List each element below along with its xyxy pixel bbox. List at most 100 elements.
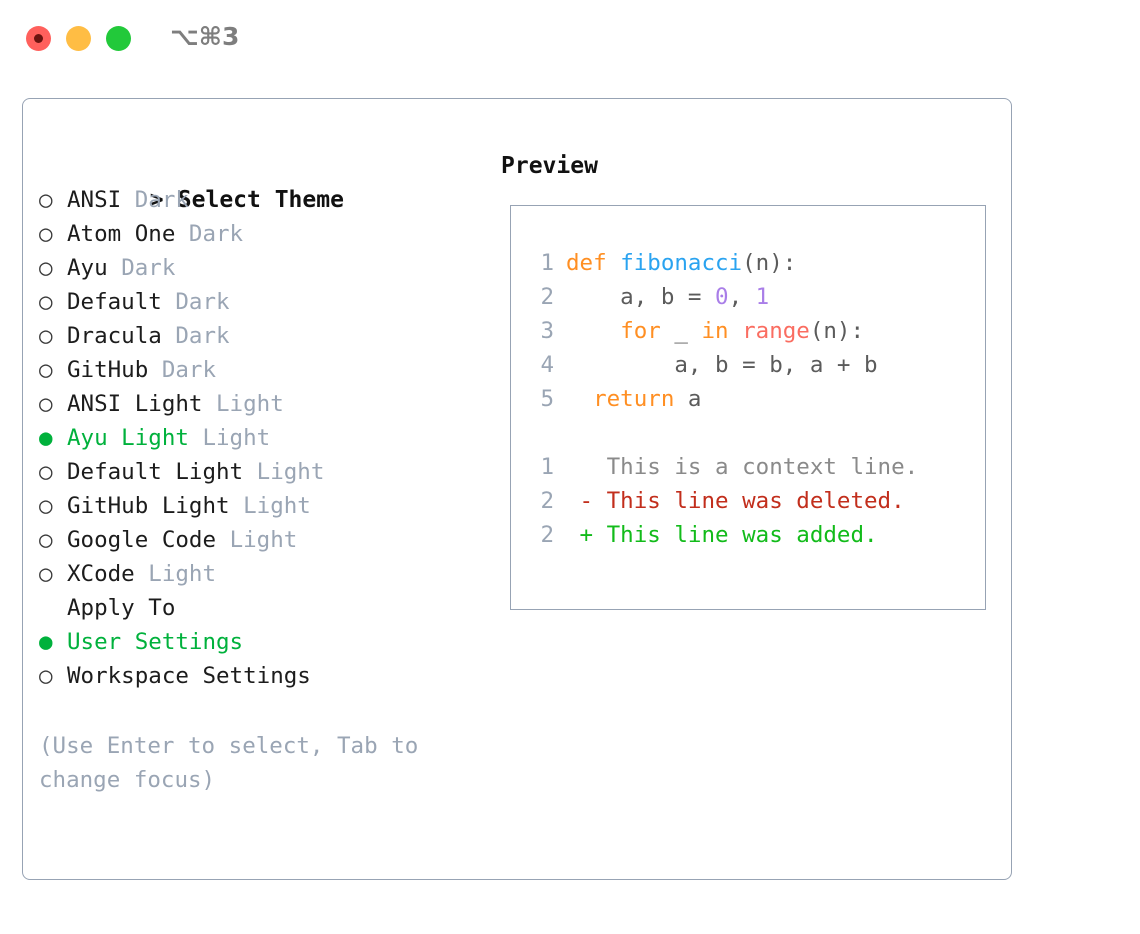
code-line: 2 + This line was added. <box>524 518 918 552</box>
preview-heading: Preview <box>501 153 598 179</box>
code-token: in <box>701 318 743 344</box>
theme-variant-label: Dark <box>121 255 176 281</box>
code-token: def <box>566 250 621 276</box>
code-token <box>566 318 620 344</box>
cursor-caret-icon: > <box>149 187 164 213</box>
radio-unselected-icon: ○ <box>39 527 53 553</box>
apply-to-list-item[interactable]: ● User Settings <box>39 625 469 659</box>
code-token: - This line was deleted. <box>566 488 905 514</box>
radio-unselected-icon: ○ <box>39 221 53 247</box>
theme-list-item[interactable]: ○ Google Code Light <box>39 523 469 557</box>
theme-name-label: Default Light <box>67 459 244 485</box>
code-token: , <box>728 284 756 310</box>
theme-list-item[interactable]: ○XCode Light <box>39 557 469 591</box>
code-token: (n): <box>742 250 797 276</box>
apply-to-label: User Settings <box>67 629 244 655</box>
apply-to-list: ● User Settings ○ Workspace Settings <box>39 625 469 693</box>
theme-name-label: Default <box>67 289 162 315</box>
theme-variant-label: Light <box>243 493 311 519</box>
window-minimize-button[interactable] <box>66 26 91 51</box>
window-zoom-button[interactable] <box>106 26 131 51</box>
line-number: 4 <box>540 352 554 378</box>
theme-list-item[interactable]: ● Ayu Light Light <box>39 421 469 455</box>
theme-variant-label: Dark <box>134 187 189 213</box>
code-token: This is a context line. <box>566 454 919 480</box>
code-line: 3 for _ in range(n): <box>524 314 918 348</box>
code-token: a, b = <box>566 284 716 310</box>
code-token: 1 <box>755 284 770 310</box>
code-line: 1 This is a context line. <box>524 450 918 484</box>
line-number: 5 <box>540 386 554 412</box>
code-line: 2 a, b = 0, 1 <box>524 280 918 314</box>
code-blank <box>566 420 580 446</box>
apply-to-heading: Apply To <box>67 595 176 621</box>
window-close-button[interactable] <box>26 26 51 51</box>
code-token: return <box>593 386 688 412</box>
radio-unselected-icon: ○ <box>39 493 53 519</box>
code-token: 0 <box>715 284 729 310</box>
theme-list: ○ANSI Dark○Atom One Dark○Ayu Dark○Defaul… <box>39 183 469 591</box>
radio-unselected-icon: ○ <box>39 391 53 417</box>
theme-list-item[interactable]: ○ ANSI Light Light <box>39 387 469 421</box>
code-token <box>566 386 593 412</box>
radio-unselected-icon: ○ <box>39 561 53 587</box>
code-token: range <box>742 318 810 344</box>
theme-variant-label: Light <box>229 527 298 553</box>
code-line <box>524 416 918 450</box>
theme-name-label: Ayu Light <box>67 425 189 451</box>
code-token: for <box>620 318 675 344</box>
theme-name-label: GitHub Light <box>67 493 230 519</box>
theme-list-item[interactable]: ○ Ayu Dark <box>39 251 469 285</box>
radio-selected-icon: ● <box>39 629 53 655</box>
theme-list-item[interactable]: ○ Dracula Dark <box>39 319 469 353</box>
theme-variant-label: Dark <box>188 221 244 247</box>
radio-unselected-icon: ○ <box>39 459 53 485</box>
theme-variant-label: Dark <box>161 357 217 383</box>
keyboard-shortcut-label: ⌥⌘3 <box>170 22 240 51</box>
radio-selected-icon: ● <box>39 425 53 451</box>
keyboard-hint-text: (Use Enter to select, Tab to change focu… <box>39 733 432 793</box>
theme-variant-label: Light <box>202 425 271 451</box>
theme-name-label: Dracula <box>67 323 162 349</box>
code-token: + This line was added. <box>566 522 878 548</box>
theme-variant-label: Light <box>216 391 284 417</box>
apply-to-label: Workspace Settings <box>67 663 311 689</box>
radio-unselected-icon: ○ <box>39 357 53 383</box>
line-number: 1 <box>540 454 554 480</box>
radio-unselected-icon: ○ <box>39 323 53 349</box>
theme-list-item[interactable]: ○GitHub Dark <box>39 353 469 387</box>
code-token: (n): <box>809 318 865 344</box>
theme-variant-label: Dark <box>175 323 230 349</box>
theme-list-item[interactable]: ○ GitHub Light Light <box>39 489 469 523</box>
select-theme-heading: >Select Theme <box>39 149 469 213</box>
theme-name-label: Google Code <box>67 527 217 553</box>
radio-unselected-icon: ○ <box>39 663 53 689</box>
theme-list-item[interactable]: ○ Default Light Light <box>39 455 469 489</box>
theme-variant-label: Dark <box>175 289 230 315</box>
theme-list-item[interactable]: ○ANSI Dark <box>39 183 469 217</box>
theme-name-label: XCode <box>67 561 135 587</box>
line-number: 3 <box>540 318 554 344</box>
title-bar: ⌥⌘3 <box>0 0 1140 78</box>
line-number: 2 <box>540 284 554 310</box>
theme-name-label: ANSI Light <box>67 391 203 417</box>
apply-to-list-item[interactable]: ○ Workspace Settings <box>39 659 469 693</box>
radio-unselected-icon: ○ <box>39 255 53 281</box>
theme-selection-column: >Select Theme ○ANSI Dark○Atom One Dark○A… <box>39 149 469 797</box>
code-line: 4 a, b = b, a + b <box>524 348 918 382</box>
code-token: a, b = b, a + b <box>566 352 878 378</box>
settings-panel: >Select Theme ○ANSI Dark○Atom One Dark○A… <box>22 98 1012 880</box>
code-line: 5 return a <box>524 382 918 416</box>
theme-name-label: Ayu <box>67 255 108 281</box>
theme-list-item[interactable]: ○Atom One Dark <box>39 217 469 251</box>
theme-variant-label: Light <box>256 459 325 485</box>
code-token: _ <box>674 318 702 344</box>
code-token: a <box>687 386 702 412</box>
theme-list-item[interactable]: ○Default Dark <box>39 285 469 319</box>
line-number: 2 <box>540 488 554 514</box>
